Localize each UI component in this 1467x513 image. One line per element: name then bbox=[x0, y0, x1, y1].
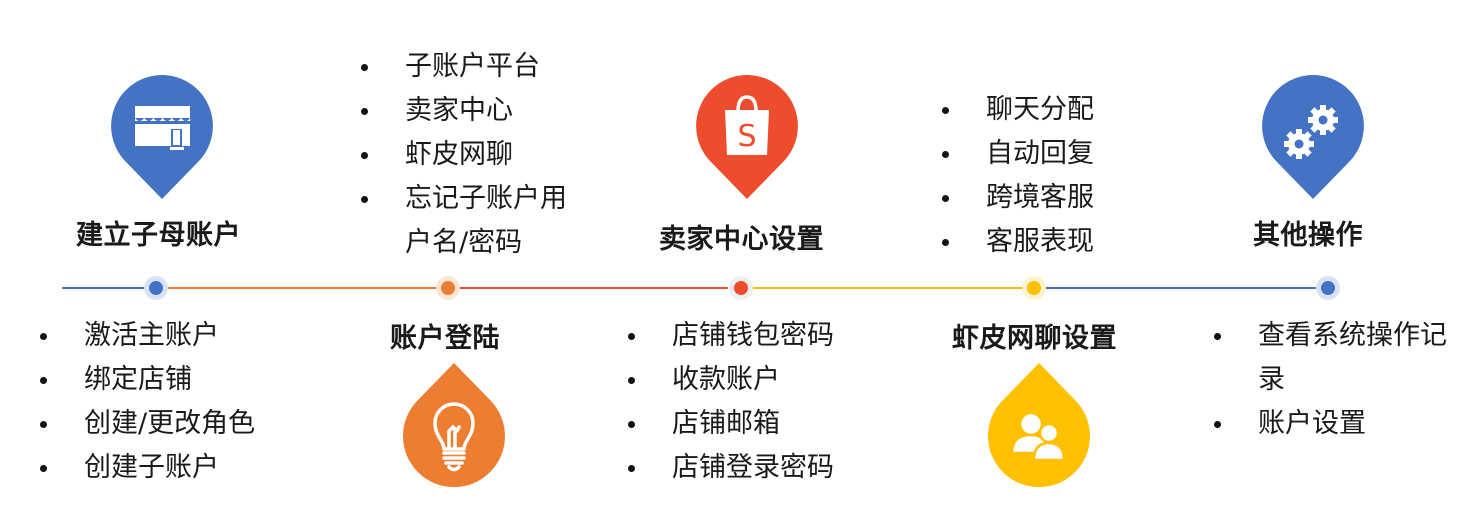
droplet-orange bbox=[401, 361, 507, 489]
timeline-node-5 bbox=[1321, 281, 1335, 295]
timeline-segment-2 bbox=[164, 287, 438, 289]
map-pin-red: S bbox=[694, 73, 800, 201]
step-title: 账户登陆 bbox=[390, 323, 500, 354]
list-item: 客服表现 bbox=[936, 220, 1094, 264]
svg-text:S: S bbox=[737, 119, 756, 154]
timeline-node-2 bbox=[441, 281, 455, 295]
timeline-node-4 bbox=[1027, 281, 1041, 295]
list-item: 创建子账户 bbox=[34, 446, 255, 490]
list-item: 查看系统操作记录 bbox=[1208, 314, 1448, 402]
list-item: 店铺登录密码 bbox=[622, 446, 834, 490]
list-item: 店铺钱包密码 bbox=[622, 314, 834, 358]
step-title: 建立子母账户 bbox=[76, 220, 241, 251]
step-title: 其他操作 bbox=[1253, 220, 1363, 251]
step-title: 虾皮网聊设置 bbox=[952, 323, 1117, 354]
droplet-yellow bbox=[986, 361, 1092, 489]
map-pin-blue-2 bbox=[1260, 73, 1366, 201]
list-item: 虾皮网聊 bbox=[355, 133, 595, 177]
timeline-node-1 bbox=[149, 281, 163, 295]
map-pin-blue bbox=[109, 73, 215, 201]
step-items: 子账户平台 卖家中心 虾皮网聊 忘记子账户用户名/密码 bbox=[355, 45, 595, 265]
list-item: 店铺邮箱 bbox=[622, 402, 834, 446]
list-item: 聊天分配 bbox=[936, 88, 1094, 132]
lightbulb-icon bbox=[433, 402, 475, 472]
timeline-segment-1 bbox=[62, 287, 148, 289]
step-title: 卖家中心设置 bbox=[659, 224, 824, 255]
timeline-segment-4 bbox=[752, 287, 1025, 289]
list-item: 创建/更改角色 bbox=[34, 402, 255, 446]
store-icon bbox=[135, 106, 191, 150]
timeline-node-3 bbox=[734, 281, 748, 295]
list-item: 绑定店铺 bbox=[34, 358, 255, 402]
list-item: 跨境客服 bbox=[936, 176, 1094, 220]
list-item: 收款账户 bbox=[622, 358, 834, 402]
step-items: 激活主账户 绑定店铺 创建/更改角色 创建子账户 bbox=[34, 314, 255, 490]
step-items: 聊天分配 自动回复 跨境客服 客服表现 bbox=[936, 88, 1094, 264]
list-item: 子账户平台 bbox=[355, 45, 595, 89]
timeline-segment-5 bbox=[1045, 287, 1318, 289]
list-item: 卖家中心 bbox=[355, 89, 595, 133]
shopee-bag-icon: S bbox=[725, 95, 769, 155]
timeline-segment-3 bbox=[458, 287, 728, 289]
list-item: 激活主账户 bbox=[34, 314, 255, 358]
list-item: 自动回复 bbox=[936, 132, 1094, 176]
step-items: 店铺钱包密码 收款账户 店铺邮箱 店铺登录密码 bbox=[622, 314, 834, 490]
step-items: 查看系统操作记录 账户设置 bbox=[1208, 314, 1458, 446]
list-item: 账户设置 bbox=[1208, 402, 1458, 446]
list-item: 忘记子账户用户名/密码 bbox=[355, 177, 575, 265]
gears-icon bbox=[1284, 105, 1338, 159]
users-icon bbox=[1010, 411, 1066, 462]
